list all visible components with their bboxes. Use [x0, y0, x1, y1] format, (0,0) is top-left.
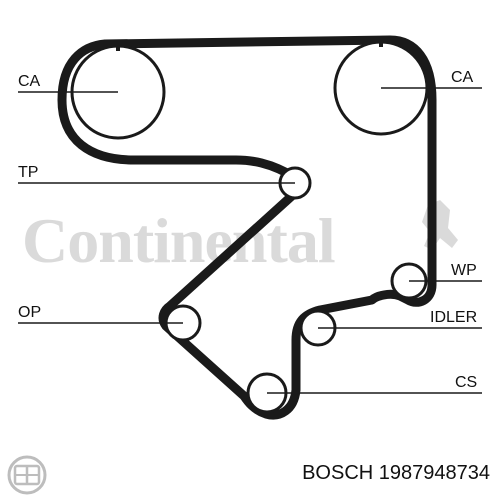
- label-ca-left: CA: [18, 73, 41, 90]
- label-wp: WP: [451, 262, 477, 279]
- leader-lines: [18, 87, 482, 394]
- continental-watermark: Continental: [22, 205, 335, 276]
- label-op: OP: [18, 304, 41, 321]
- camshaft-right-mark: [379, 39, 383, 47]
- camshaft-left-mark: [116, 43, 120, 51]
- continental-horse-icon: [422, 200, 458, 250]
- footer: BOSCH 1987948734: [0, 450, 500, 500]
- label-cs: CS: [455, 374, 477, 391]
- label-tp: TP: [18, 164, 38, 181]
- brand-part-number: BOSCH 1987948734: [302, 462, 490, 484]
- label-ca-right: CA: [451, 69, 474, 86]
- label-idler: IDLER: [430, 309, 477, 326]
- bosch-logo-icon: [7, 455, 47, 495]
